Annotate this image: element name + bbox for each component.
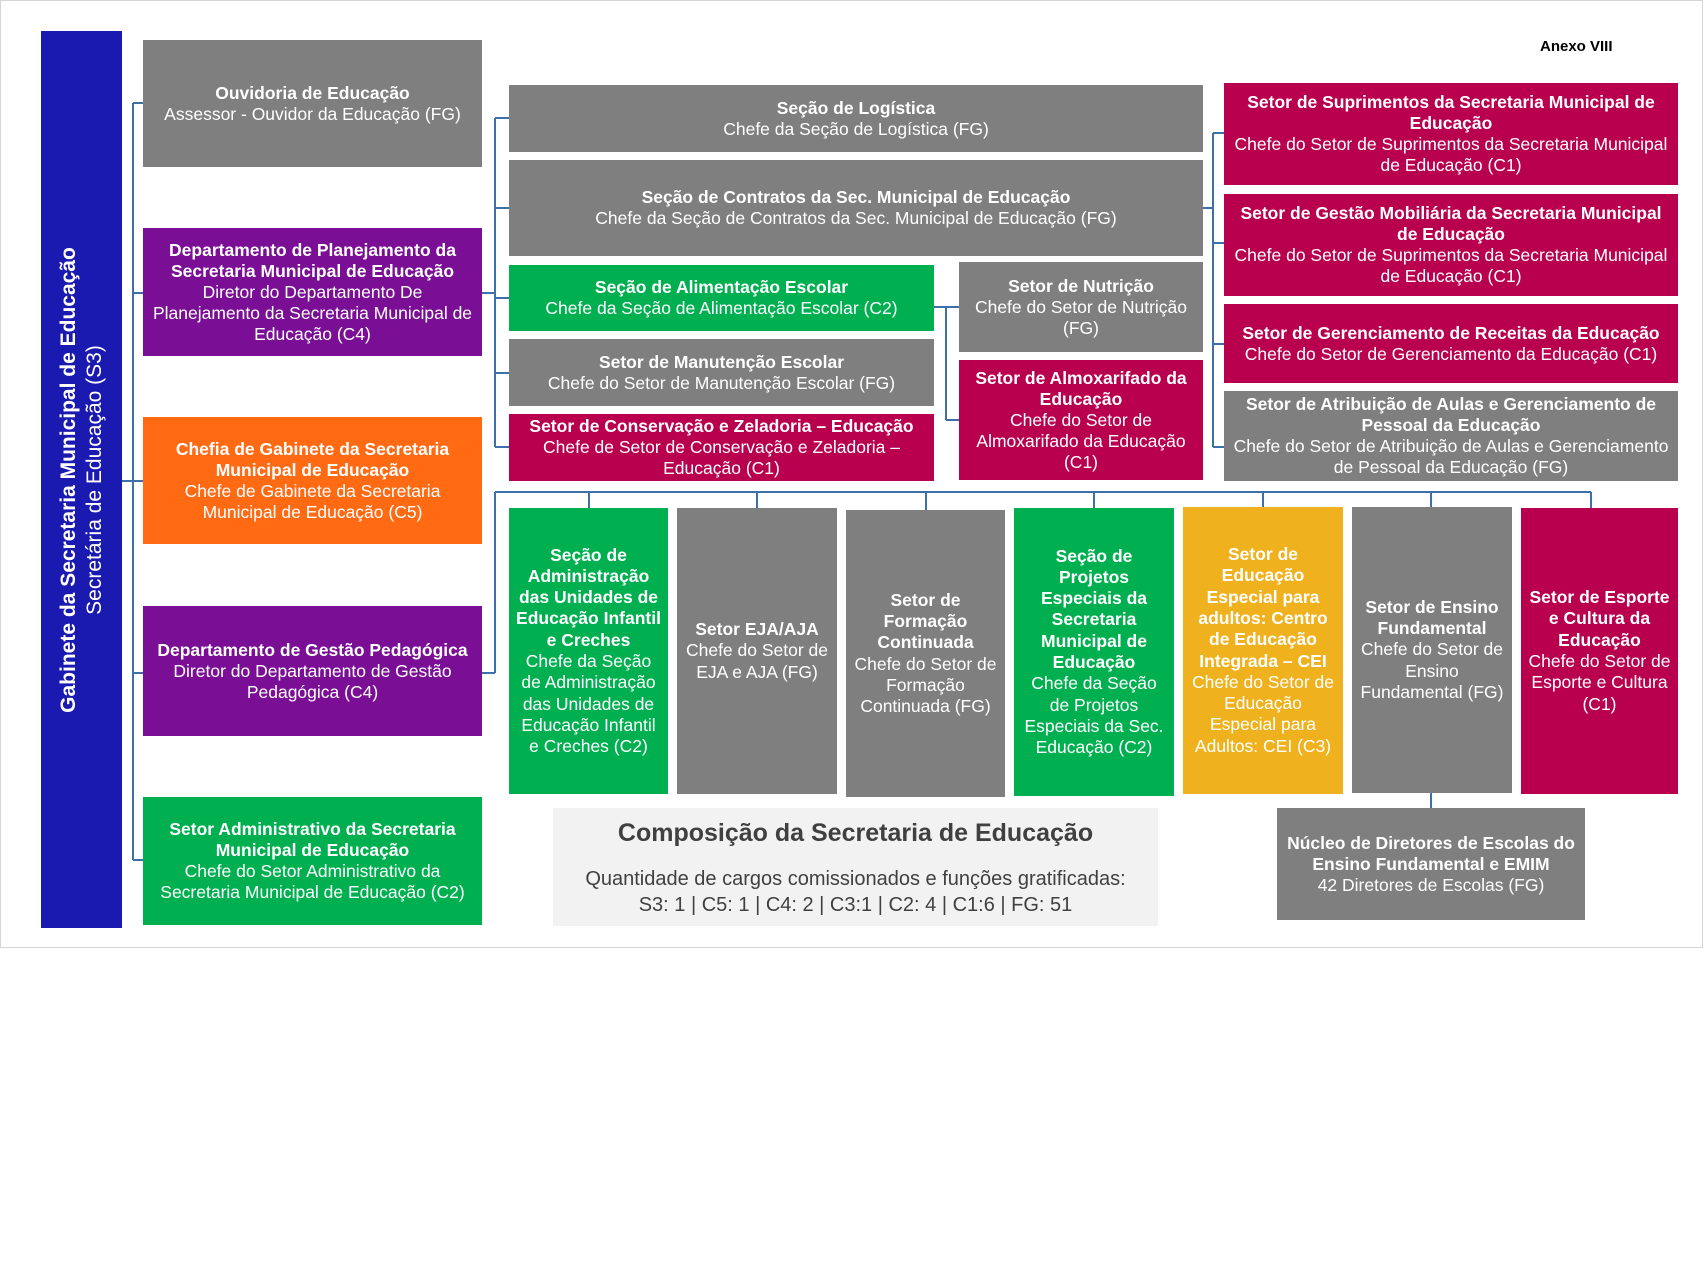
box-subtitle: Diretor do Departamento De Planejamento … (152, 281, 473, 344)
box-setor-manutencao: Setor de Manutenção Escolar Chefe do Set… (509, 339, 934, 406)
box-title: Setor EJA/AJA (695, 619, 819, 640)
summary-heading: Composição da Secretaria de Educação (617, 819, 1094, 847)
box-subtitle: Chefe da Seção de Administração das Unid… (521, 651, 656, 757)
box-nucleo-diretores: Núcleo de Diretores de Escolas do Ensino… (1277, 808, 1585, 920)
box-title: Seção de Alimentação Escolar (594, 277, 849, 297)
box-subtitle: Chefe do Setor de Manutenção Escolar (FG… (547, 372, 896, 393)
box-secao-projetos-especiais: Seção de Projetos Especiais da Secretari… (1014, 508, 1174, 796)
box-subtitle: Chefe de Gabinete da Secretaria Municipa… (184, 480, 441, 522)
box-subtitle: Chefe do Setor de Suprimentos da Secreta… (1234, 134, 1668, 175)
box-title: Setor de Conservação e Zeladoria – Educa… (529, 416, 914, 436)
gabinete-title: Gabinete da Secretaria Municipal de Educ… (56, 246, 80, 713)
box-title: Setor de Suprimentos da Secretaria Munic… (1247, 92, 1655, 133)
box-title: Setor de Ensino Fundamental (1365, 596, 1499, 639)
box-title: Setor de Atribuição de Aulas e Gerenciam… (1245, 394, 1657, 435)
box-title: Seção de Administração das Unidades de E… (516, 544, 661, 650)
box-title: Chefia de Gabinete da Secretaria Municip… (175, 438, 450, 480)
box-subtitle: 42 Diretores de Escolas (FG) (1317, 874, 1545, 895)
box-subtitle: Chefe do Setor de Esporte e Cultura (C1) (1528, 651, 1671, 714)
box-title: Seção de Contratos da Sec. Municipal de … (641, 187, 1071, 207)
summary-line-1: Quantidade de cargos comissionados e fun… (585, 868, 1126, 890)
box-ouvidoria: Ouvidoria de Educação Assessor - Ouvidor… (143, 40, 482, 167)
box-title: Seção de Projetos Especiais da Secretari… (1040, 545, 1148, 672)
box-subtitle: Diretor do Departamento de Gestão Pedagó… (173, 660, 452, 702)
box-title: Setor de Gerenciamento de Receitas da Ed… (1242, 322, 1660, 343)
box-title: Ouvidoria de Educação (215, 82, 410, 103)
box-subtitle: Chefe do Setor de Atribuição de Aulas e … (1233, 436, 1669, 477)
box-secao-educacao-infantil: Seção de Administração das Unidades de E… (509, 508, 668, 794)
box-setor-administrativo: Setor Administrativo da Secretaria Munic… (143, 797, 482, 925)
box-title: Seção de Logística (776, 97, 936, 118)
diagram-frame (0, 0, 1703, 948)
box-chefia-gabinete: Chefia de Gabinete da Secretaria Municip… (143, 417, 482, 544)
box-subtitle: Chefe do Setor de Formação Continuada (F… (854, 653, 997, 717)
annex-label: Anexo VIII (1540, 38, 1613, 55)
gabinete-box: Gabinete da Secretaria Municipal de Educ… (41, 31, 122, 928)
box-title: Departamento de Planejamento da Secretar… (169, 239, 456, 281)
box-title: Setor de Nutrição (1008, 275, 1154, 296)
box-setor-gestao-mobiliaria: Setor de Gestão Mobiliária da Secretaria… (1224, 194, 1678, 296)
box-title: Setor de Almoxarifado da Educação (975, 367, 1187, 409)
box-subtitle: Chefe do Setor de Suprimentos da Secreta… (1234, 245, 1668, 286)
composition-summary: Composição da Secretaria de Educação Qua… (553, 808, 1158, 926)
box-subtitle: Chefe do Setor de Educação Especial para… (1191, 671, 1335, 756)
box-setor-eja-aja: Setor EJA/AJA Chefe do Setor de EJA e AJ… (677, 508, 837, 794)
box-setor-nutricao: Setor de Nutrição Chefe do Setor de Nutr… (959, 262, 1203, 352)
box-departamento-gestao-pedagogica: Departamento de Gestão Pedagógica Direto… (143, 606, 482, 736)
box-title: Setor de Esporte e Cultura da Educação (1529, 587, 1670, 650)
box-subtitle: Chefe do Setor de EJA e AJA (FG) (685, 640, 829, 682)
box-setor-conservacao: Setor de Conservação e Zeladoria – Educa… (509, 414, 934, 481)
box-subtitle: Chefe do Setor de Almoxarifado da Educaç… (976, 409, 1186, 472)
box-subtitle: Chefe da Seção de Alimentação Escolar (C… (545, 298, 898, 318)
box-title: Núcleo de Diretores de Escolas do Ensino… (1287, 832, 1575, 874)
box-setor-almoxarifado: Setor de Almoxarifado da Educação Chefe … (959, 360, 1203, 480)
box-title: Departamento de Gestão Pedagógica (157, 639, 468, 660)
gabinete-subtitle: Secretária de Educação (S3) (82, 344, 106, 615)
box-secao-contratos: Seção de Contratos da Sec. Municipal de … (509, 160, 1203, 256)
summary-line-2: S3: 1 | C5: 1 | C4: 2 | C3:1 | C2: 4 | C… (638, 894, 1073, 916)
box-secao-alimentacao: Seção de Alimentação Escolar Chefe da Se… (509, 265, 934, 331)
box-setor-atribuicao-aulas: Setor de Atribuição de Aulas e Gerenciam… (1224, 391, 1678, 481)
box-setor-educacao-especial-adultos: Setor de Educação Especial para adultos:… (1183, 507, 1343, 794)
box-setor-gerenciamento-receitas: Setor de Gerenciamento de Receitas da Ed… (1224, 304, 1678, 383)
box-subtitle: Chefe do Setor de Nutrição (FG) (974, 296, 1188, 338)
box-subtitle: Chefe do Setor Administrativo da Secreta… (160, 861, 465, 902)
box-title: Setor de Formação Continuada (877, 589, 974, 653)
box-title: Setor de Educação Especial para adultos:… (1198, 544, 1328, 671)
box-secao-logistica: Seção de Logística Chefe da Seção de Log… (509, 85, 1203, 152)
box-title: Setor de Manutenção Escolar (598, 351, 845, 372)
box-subtitle: Chefe da Seção de Contratos da Sec. Muni… (595, 208, 1117, 228)
box-subtitle: Chefe do Setor de Gerenciamento da Educa… (1244, 343, 1658, 364)
box-subtitle: Chefe da Seção de Logística (FG) (723, 118, 989, 139)
box-title: Setor de Gestão Mobiliária da Secretaria… (1240, 203, 1662, 244)
box-subtitle: Chefe de Setor de Conservação e Zeladori… (542, 437, 901, 478)
box-setor-ensino-fundamental: Setor de Ensino Fundamental Chefe do Set… (1352, 507, 1512, 793)
box-setor-formacao-continuada: Setor de Formação Continuada Chefe do Se… (846, 510, 1005, 797)
box-departamento-planejamento: Departamento de Planejamento da Secretar… (143, 228, 482, 356)
box-setor-suprimentos: Setor de Suprimentos da Secretaria Munic… (1224, 83, 1678, 185)
box-subtitle: Chefe do Setor de Ensino Fundamental (FG… (1360, 639, 1504, 702)
box-setor-esporte-cultura: Setor de Esporte e Cultura da Educação C… (1521, 508, 1678, 794)
box-subtitle: Assessor - Ouvidor da Educação (FG) (164, 103, 461, 124)
box-title: Setor Administrativo da Secretaria Munic… (169, 819, 456, 860)
box-subtitle: Chefe da Seção de Projetos Especiais da … (1024, 673, 1164, 758)
